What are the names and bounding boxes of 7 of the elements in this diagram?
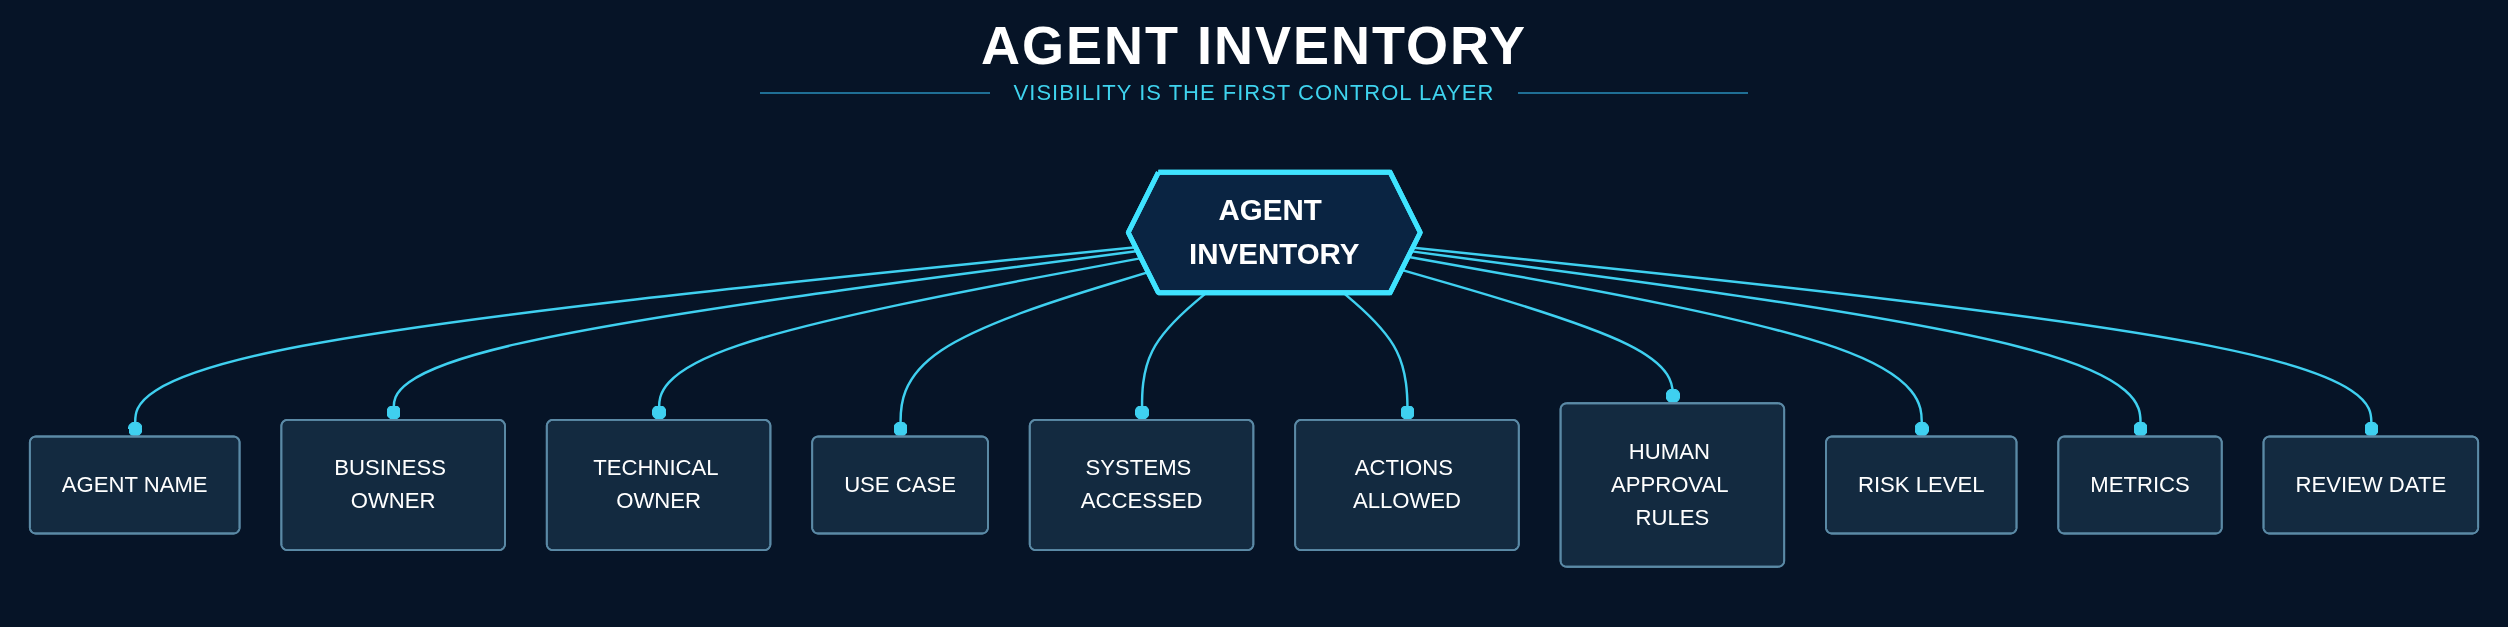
connector [1413,246,2379,438]
connector [1408,255,1930,438]
subtitle: VISIBILITY IS THE FIRST CONTROL LAYER [1013,80,1495,106]
connector [127,245,1137,438]
connector [1411,250,2148,438]
title: AGENT INVENTORY [980,14,1528,76]
connector [1402,268,1681,404]
